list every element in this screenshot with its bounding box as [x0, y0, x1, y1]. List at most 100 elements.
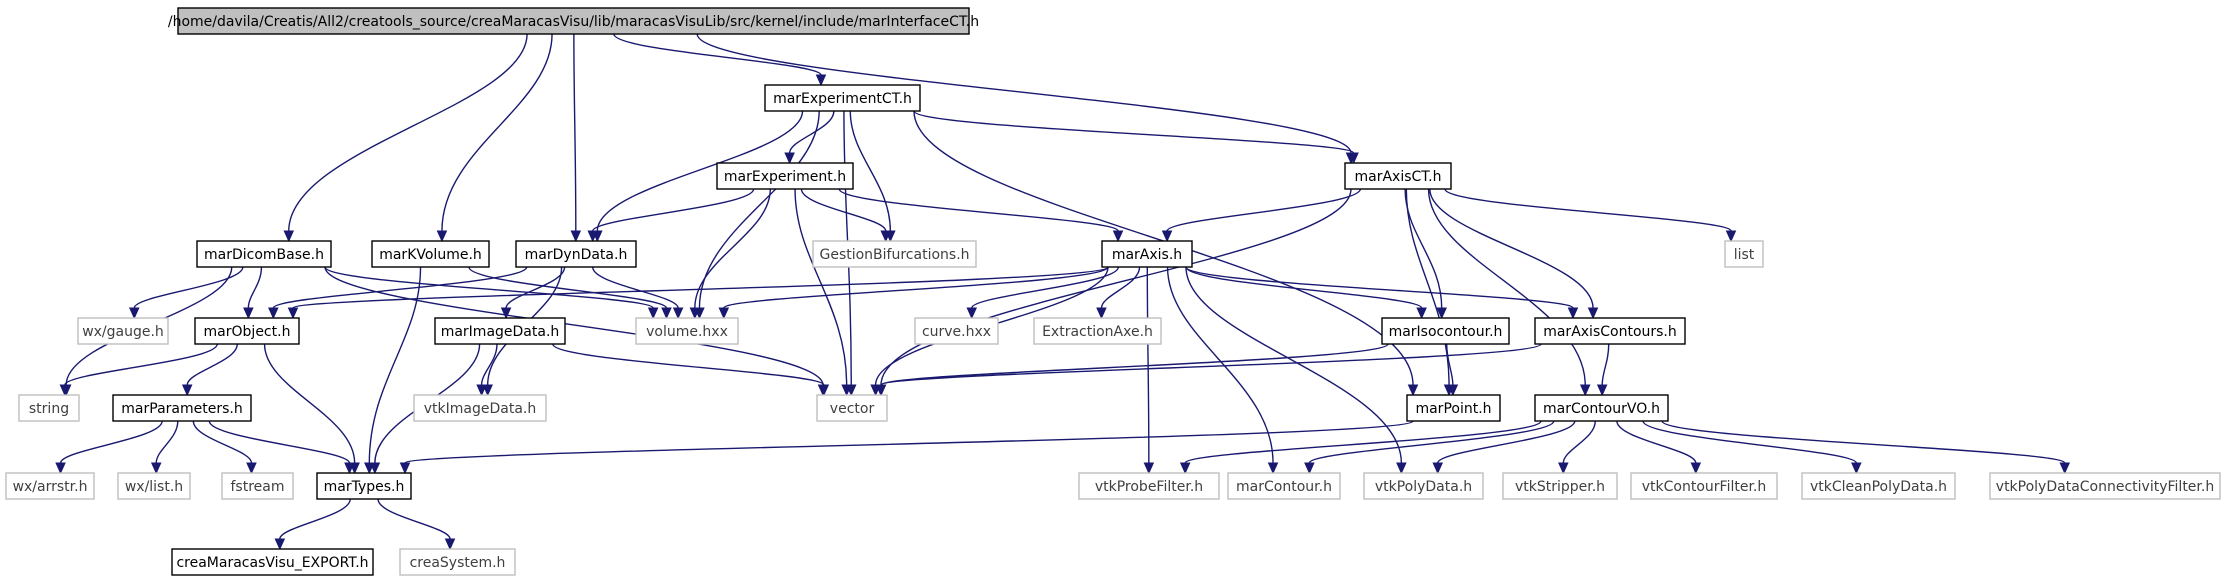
edge-arrowhead — [436, 230, 448, 243]
node-mardicombase[interactable]: marDicomBase.h — [196, 240, 332, 268]
node-box — [371, 240, 490, 268]
edge-mardicombase-to-volume — [324, 266, 659, 320]
edge-arrowhead — [1587, 307, 1599, 320]
node-vtkimagedata: vtkImageData.h — [413, 394, 547, 422]
node-vtkpolydata: vtkPolyData.h — [1363, 472, 1484, 500]
edge-line — [913, 110, 1355, 154]
node-maraxis[interactable]: marAxis.h — [1101, 240, 1193, 268]
node-maraxiscontours[interactable]: marAxisContours.h — [1534, 317, 1686, 345]
node-marobject[interactable]: marObject.h — [194, 317, 300, 345]
edge-line — [591, 266, 679, 309]
node-marimagedata[interactable]: marImageData.h — [434, 317, 566, 345]
edge-maraxis-to-volume — [718, 266, 1109, 320]
node-box — [1534, 394, 1669, 422]
node-label: /home/davila/Creatis/All2/creatools_sour… — [168, 14, 979, 30]
edge-marparameters-to-wxlist — [150, 420, 179, 475]
node-label: marKVolume.h — [379, 247, 482, 263]
edge-arrowhead — [1161, 230, 1173, 243]
edge-maraxis-to-marisocontour — [1185, 266, 1427, 320]
edge-line — [1616, 420, 1697, 464]
edge-marimagedata-to-vtkimagedata — [476, 343, 498, 397]
edge-arrowhead — [587, 230, 598, 243]
node-vtkprobefilter: vtkProbeFilter.h — [1078, 472, 1220, 500]
node-maraxisct[interactable]: marAxisCT.h — [1344, 162, 1452, 190]
edge-line — [192, 420, 253, 464]
edge-line — [155, 420, 179, 464]
node-box — [1101, 240, 1193, 268]
node-box — [171, 548, 374, 576]
edge-line — [1427, 188, 1586, 386]
edge-line — [552, 343, 825, 386]
edge-marexperimentct-to-marexperiment — [784, 110, 835, 165]
edge-arrowhead — [1690, 462, 1702, 475]
edge-line — [288, 33, 528, 232]
edge-arrowhead — [129, 307, 140, 320]
node-box — [316, 472, 412, 500]
edge-line — [368, 266, 422, 464]
edge-arrowhead — [1447, 384, 1459, 397]
node-label: marImageData.h — [441, 324, 560, 340]
node-box — [194, 317, 300, 345]
edge-marobject-to-martypes — [263, 343, 360, 475]
edge-maraxisct-to-list — [1444, 188, 1737, 243]
edge-line — [133, 266, 244, 309]
edge-line — [324, 266, 654, 309]
edge-line — [880, 343, 1542, 386]
node-creamaracasvisu-export[interactable]: creaMaracasVisu_EXPORT.h — [171, 548, 374, 576]
edge-marcontourvo-to-vtkpolydataconnectivityfilter — [1661, 420, 2070, 475]
node-box — [812, 240, 977, 268]
node-box — [1630, 472, 1778, 500]
node-marexperimentct[interactable]: marExperimentCT.h — [764, 84, 921, 112]
edge-line — [186, 343, 238, 386]
edge-marcontourvo-to-vtkprobefilter — [1179, 420, 1542, 475]
node-box — [1502, 472, 1618, 500]
node-box — [716, 162, 854, 190]
node-box — [177, 7, 970, 35]
edge-arrowhead — [1304, 462, 1315, 475]
edge-arrowhead — [150, 462, 162, 475]
node-extractionaxe: ExtractionAxe.h — [1033, 317, 1162, 345]
node-label: marParameters.h — [121, 401, 242, 417]
edge-line — [1166, 188, 1362, 232]
edge-marcontourvo-to-vtkcontourfilter — [1616, 420, 1702, 475]
edge-martypes-to-creamaracasvisu-export — [274, 498, 351, 551]
edge-line — [849, 110, 892, 232]
edge-marexperiment-to-vector — [794, 188, 852, 397]
node-martypes[interactable]: marTypes.h — [316, 472, 412, 500]
edge-line — [468, 266, 668, 309]
node-box — [413, 394, 547, 422]
edge-line — [1100, 266, 1141, 309]
node-label: wx/gauge.h — [82, 324, 164, 340]
node-box — [1363, 472, 1484, 500]
node-mardyndata[interactable]: marDynData.h — [515, 240, 637, 268]
edge-arrowhead — [818, 384, 830, 397]
node-box — [5, 472, 95, 500]
edge-arrowhead — [718, 307, 730, 320]
edge-arrowhead — [966, 307, 978, 320]
edge-marcontourvo-to-vtkcleanpolydata — [1642, 420, 1862, 475]
edge-line — [800, 188, 887, 232]
node-marcontourvo[interactable]: marContourVO.h — [1534, 394, 1669, 422]
node-marpoint[interactable]: marPoint.h — [1406, 394, 1501, 422]
edge-markvolume-to-volume — [468, 266, 672, 320]
edge-layer — [55, 33, 2070, 551]
node-box — [1406, 394, 1501, 422]
edge-arrowhead — [246, 462, 257, 475]
node-label: marIsocontour.h — [1389, 324, 1503, 340]
edge-maraxis-to-marobject — [287, 266, 1109, 320]
node-box — [1801, 472, 1956, 500]
edge-line — [794, 188, 848, 386]
edge-arrowhead — [1396, 462, 1407, 475]
edge-line — [573, 33, 577, 232]
node-marparameters[interactable]: marParameters.h — [112, 394, 252, 422]
edge-maraxis-to-curve — [966, 266, 1120, 320]
node-marexperiment[interactable]: marExperiment.h — [716, 162, 854, 190]
edge-arrowhead — [55, 462, 66, 475]
node-label: marTypes.h — [324, 479, 405, 495]
node-marisocontour[interactable]: marIsocontour.h — [1381, 317, 1510, 345]
node-label: marAxisCT.h — [1354, 169, 1441, 185]
edge-marexperiment-to-volume — [689, 188, 771, 320]
edge-maraxis-to-vtkpolydata — [1185, 266, 1407, 475]
node-markvolume[interactable]: marKVolume.h — [371, 240, 490, 268]
